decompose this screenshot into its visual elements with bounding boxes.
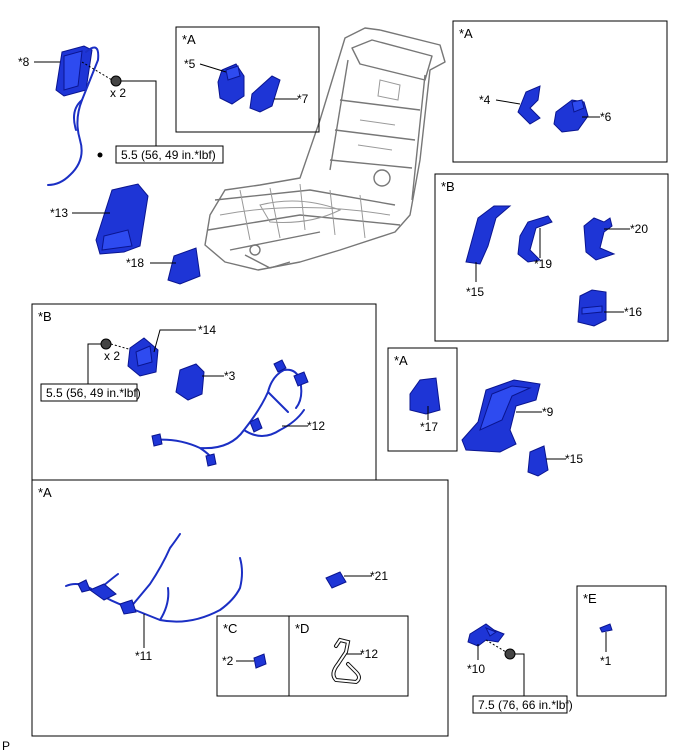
box-label-b1: *B xyxy=(441,179,455,194)
part-8-bladder[interactable] xyxy=(47,45,100,186)
leader-torque-2 xyxy=(87,343,101,384)
callout-9: *9 xyxy=(542,405,554,419)
box-label-c: *C xyxy=(223,621,237,636)
part-7-cover[interactable] xyxy=(249,75,281,113)
callout-1: *1 xyxy=(600,654,612,668)
part-19-cover[interactable] xyxy=(517,215,553,263)
box-label-d: *D xyxy=(295,621,309,636)
part-2-connector[interactable] xyxy=(253,653,267,669)
leader-4 xyxy=(495,99,521,105)
part-15-lower-cover[interactable] xyxy=(527,445,549,477)
torque-1: 5.5 (56, 49 in.*lbf) xyxy=(121,148,216,162)
callout-3: *3 xyxy=(224,369,236,383)
box-label-e: *E xyxy=(583,591,597,606)
callout-13: *13 xyxy=(50,206,68,220)
leader-torque-3 xyxy=(515,653,525,696)
leader-torque-1 xyxy=(121,80,157,146)
torque-box-2 xyxy=(40,383,138,402)
part-16-bracket[interactable] xyxy=(577,289,607,327)
part-12-sub-harness[interactable] xyxy=(331,637,361,685)
box-label-a2: *A xyxy=(459,26,473,41)
callout-14: *14 xyxy=(198,323,216,337)
callout-17: *17 xyxy=(420,420,438,434)
part-3-module[interactable] xyxy=(175,363,205,401)
part-20-cover[interactable] xyxy=(583,217,616,261)
callout-5: *5 xyxy=(184,57,196,71)
callout-19: *19 xyxy=(534,257,552,271)
callout-15b: *15 xyxy=(565,452,583,466)
box-label-a4: *A xyxy=(38,485,52,500)
part-15-cover[interactable] xyxy=(465,205,512,265)
torque-box-1 xyxy=(115,145,224,164)
box-a-top-middle xyxy=(175,26,320,133)
part-6-cover[interactable] xyxy=(553,99,589,133)
part-18-cover[interactable] xyxy=(167,247,201,285)
box-a-small xyxy=(387,347,458,452)
dash-leader-nut-1 xyxy=(81,61,113,81)
part-13-seat-cushion[interactable] xyxy=(95,183,149,255)
box-b-right xyxy=(434,173,669,342)
leader-14 xyxy=(153,329,196,353)
box-a-large xyxy=(31,479,449,737)
part-21-connector[interactable] xyxy=(325,571,347,589)
part-14-ecu[interactable] xyxy=(127,337,159,377)
torque-3: 7.5 (76, 66 in.*lbf) xyxy=(478,698,573,712)
part-4-cover[interactable] xyxy=(517,85,541,125)
part-1-clip[interactable] xyxy=(599,623,613,633)
callout-21: *21 xyxy=(370,569,388,583)
nut-icon-3 xyxy=(504,648,516,660)
part-17-cover[interactable] xyxy=(409,377,441,415)
callout-10: *10 xyxy=(467,662,485,676)
callout-6: *6 xyxy=(600,110,612,124)
footer-code: P xyxy=(2,739,10,753)
nut-icon-2 xyxy=(100,338,112,350)
seat-frame-illustration xyxy=(204,27,446,271)
torque-2: 5.5 (56, 49 in.*lbf) xyxy=(46,386,141,400)
callout-7: *7 xyxy=(297,92,309,106)
torque-box-3 xyxy=(472,695,568,714)
quantity-1: x 2 xyxy=(110,86,126,100)
callout-12a: *12 xyxy=(307,419,325,433)
nut-icon xyxy=(110,75,122,87)
box-a-top-right xyxy=(452,20,668,163)
quantity-2: x 2 xyxy=(104,349,120,363)
callout-4: *4 xyxy=(479,93,491,107)
box-d xyxy=(288,615,409,697)
leader-5 xyxy=(199,63,227,73)
part-10-bracket[interactable] xyxy=(467,623,505,647)
box-label-a3: *A xyxy=(394,353,408,368)
marker-dot xyxy=(97,152,103,158)
callout-20: *20 xyxy=(630,222,648,236)
part-9-seatback-cover[interactable] xyxy=(461,379,541,453)
part-5-cover[interactable] xyxy=(217,63,245,105)
box-label-b2: *B xyxy=(38,309,52,324)
callout-11: *11 xyxy=(135,649,152,663)
callout-12b: *12 xyxy=(360,647,378,661)
callout-15a: *15 xyxy=(466,285,484,299)
part-11-wire-harness[interactable] xyxy=(65,533,243,623)
callout-16: *16 xyxy=(624,305,642,319)
callout-2: *2 xyxy=(222,654,234,668)
callout-18: *18 xyxy=(126,256,144,270)
callout-8: *8 xyxy=(18,55,30,69)
part-12-wire-harness[interactable] xyxy=(151,359,309,467)
box-e xyxy=(576,585,667,697)
box-label-a1: *A xyxy=(182,32,196,47)
